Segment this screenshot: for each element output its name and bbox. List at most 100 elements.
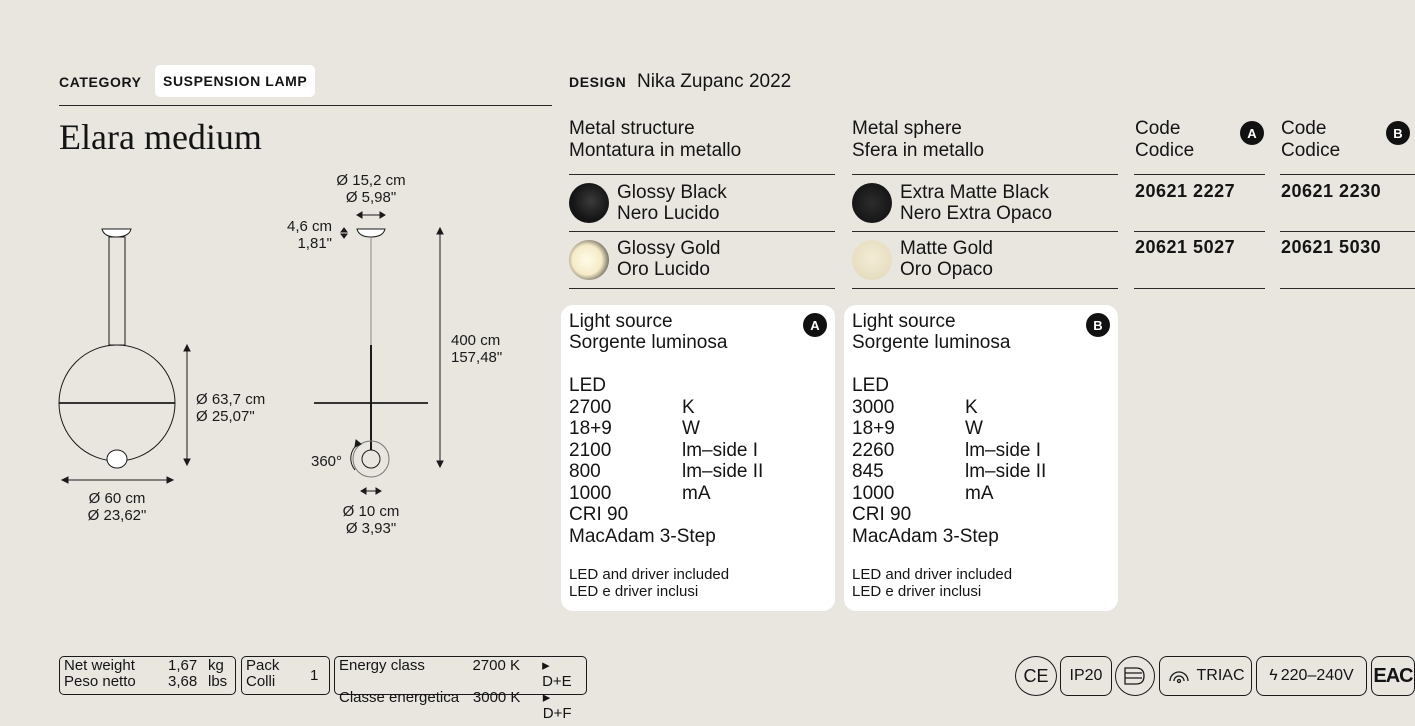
driver-icon xyxy=(1124,667,1145,685)
driver-note-it: LED e driver inclusi xyxy=(852,583,982,600)
voltage-icon: ϟ 220–240V xyxy=(1256,656,1367,696)
macadam-value: MacAdam 3-Step xyxy=(569,525,716,547)
ip-text: IP20 xyxy=(1069,667,1103,684)
spec-value: 18+9 xyxy=(569,418,612,439)
code-a-header-en: Code xyxy=(1135,118,1181,139)
extra-matte-black-swatch xyxy=(852,183,892,223)
energy-class-box: Energy class 2700 K ▸ D+E Classe energet… xyxy=(334,656,587,722)
finish-name: Glossy Gold xyxy=(617,238,721,259)
finish-name-it: Oro Opaco xyxy=(900,259,993,280)
spec-unit: mA xyxy=(682,482,711,504)
dimmer-icon xyxy=(1168,671,1189,684)
code-a-badge: A xyxy=(1240,121,1264,145)
product-code-a-1[interactable]: 20621 2227 xyxy=(1135,181,1236,201)
dim-in: Ø 23,62" xyxy=(87,507,147,524)
spec-unit: K xyxy=(965,396,978,418)
glossy-black-swatch xyxy=(569,183,609,223)
sphere-header-en: Metal sphere xyxy=(852,118,962,139)
code-b-header-it: Codice xyxy=(1281,140,1341,161)
led-type: LED xyxy=(852,375,889,396)
finish-name-it: Nero Lucido xyxy=(617,203,720,224)
structure-header-en: Metal structure xyxy=(569,118,695,139)
lightning-icon: ϟ xyxy=(1269,667,1278,684)
spec-row: 2260 lm–side I xyxy=(852,440,1046,462)
technical-drawing xyxy=(58,211,444,495)
spec-value: 2260 xyxy=(852,439,895,461)
product-code-b-1[interactable]: 20621 2230 xyxy=(1281,181,1382,201)
cri-value: CRI 90 xyxy=(852,504,912,525)
eac-mark-icon: EAC xyxy=(1371,656,1415,696)
card-title: Light source Sorgente luminosa xyxy=(569,311,727,353)
left-header-divider xyxy=(59,105,552,106)
weight-kg: 1,67 xyxy=(168,657,198,674)
dim-cm: Ø 15,2 cm xyxy=(336,172,406,189)
driver-note-en: LED and driver included xyxy=(852,566,1013,583)
code-a-column-header: Code Codice xyxy=(1135,118,1194,162)
spec-value: 1000 xyxy=(852,482,895,504)
weight-row-kg: Net weight 1,67 kg xyxy=(64,658,231,674)
product-code-b-2[interactable]: 20621 5030 xyxy=(1281,237,1382,257)
dim-in: Ø 3,93" xyxy=(345,520,397,537)
total-height-label: 400 cm 157,48" xyxy=(451,332,531,366)
weight-kg-unit: kg xyxy=(208,657,224,674)
weight-label-it: Peso netto xyxy=(64,673,136,690)
spec-unit: lm–side II xyxy=(682,461,764,482)
driver-note: LED and driver included LED e driver inc… xyxy=(569,566,729,600)
dim-cm: Ø 10 cm xyxy=(342,503,400,520)
canopy-height-label: 4,6 cm 1,81" xyxy=(270,218,332,252)
ce-mark-icon: CE xyxy=(1015,656,1057,696)
triac-dimmable-icon: TRIAC xyxy=(1159,656,1252,696)
table-rule xyxy=(852,288,1118,289)
sphere-column-header: Metal sphere Sfera in metallo xyxy=(852,118,984,162)
finish-name-it: Nero Extra Opaco xyxy=(900,203,1053,224)
card-title-it: Sorgente luminosa xyxy=(569,332,728,353)
spec-unit: lm–side I xyxy=(965,439,1042,461)
spec-row: 800 lm–side II xyxy=(569,461,763,483)
product-code-a-2[interactable]: 20621 5027 xyxy=(1135,237,1236,257)
spec-value: 3000 xyxy=(852,396,895,418)
card-title: Light source Sorgente luminosa xyxy=(852,311,1010,353)
code-a-header-it: Codice xyxy=(1135,140,1195,161)
table-rule xyxy=(852,174,1118,175)
code-b-header-en: Code xyxy=(1281,118,1327,139)
matte-gold-swatch xyxy=(852,240,892,280)
weight-label: Net weight xyxy=(64,657,135,674)
spec-value: 800 xyxy=(569,461,601,482)
driver-note: LED and driver included LED e driver inc… xyxy=(852,566,1012,600)
side-canopy xyxy=(356,228,386,238)
weight-row-lbs: Peso netto 3,68 lbs xyxy=(64,674,231,690)
lamp-width-label: Ø 60 cm Ø 23,62" xyxy=(72,490,162,524)
ip20-icon: IP20 xyxy=(1060,656,1112,696)
pack-label-it: Colli xyxy=(246,673,276,690)
energy-class: ▸ D+F xyxy=(542,689,572,722)
energy-class: ▸ D+E xyxy=(542,657,572,690)
finish-name: Matte Gold xyxy=(900,238,993,259)
table-rule xyxy=(852,231,1118,232)
spec-value: 18+9 xyxy=(852,418,895,439)
macadam-value: MacAdam 3-Step xyxy=(852,525,999,547)
table-rule xyxy=(569,288,835,289)
structure-finish-1: Glossy Black Nero Lucido xyxy=(617,182,727,224)
product-title: Elara medium xyxy=(59,117,262,157)
finish-name-it: Oro Lucido xyxy=(617,259,710,280)
structure-header-it: Montatura in metallo xyxy=(569,140,742,161)
dim-cm: Ø 63,7 cm xyxy=(196,391,266,408)
light-source-badge-b: B xyxy=(1086,313,1110,337)
dim-cm: 4,6 cm xyxy=(286,218,332,235)
canopy-diameter-label: Ø 15,2 cm Ø 5,98" xyxy=(330,172,412,206)
category-label: CATEGORY xyxy=(59,74,142,90)
table-rule xyxy=(569,174,835,175)
spec-unit: K xyxy=(682,396,695,418)
card-title-it: Sorgente luminosa xyxy=(852,332,1011,353)
light-source-card-a: Light source Sorgente luminosa A LED 270… xyxy=(561,305,835,611)
driver-note-it: LED e driver inclusi xyxy=(569,583,699,600)
table-rule xyxy=(1134,174,1265,175)
cri-value: CRI 90 xyxy=(569,504,629,525)
table-rule xyxy=(569,231,835,232)
led-type: LED xyxy=(569,375,606,396)
